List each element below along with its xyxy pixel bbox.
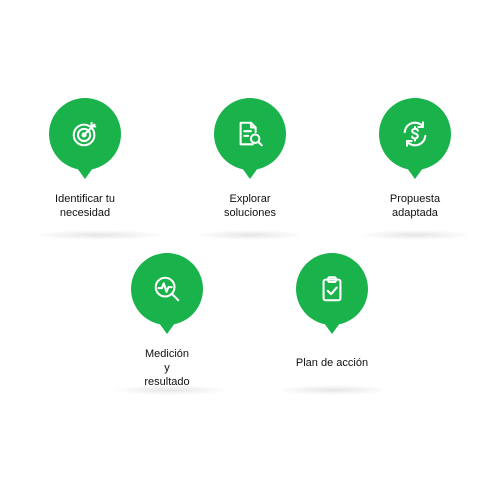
step-card-plan: Plan de acción	[262, 253, 402, 370]
document-search-icon	[239, 121, 263, 147]
step-badge	[379, 98, 451, 179]
step-badge	[49, 98, 121, 179]
clipboard-check-icon	[322, 276, 342, 302]
chart-magnifier-icon	[154, 276, 180, 302]
step-card-medicion: Medición y resultado	[97, 253, 237, 389]
dollar-exchange-icon	[403, 121, 427, 147]
step-card-propuesta: Propuesta adaptada	[345, 98, 485, 220]
step-label: Medición y resultado	[144, 348, 190, 388]
card-shadow	[358, 230, 473, 240]
step-badge	[214, 98, 286, 179]
target-icon	[72, 121, 97, 147]
card-shadow	[195, 230, 305, 240]
step-card-identificar: Identificar tu necesidad	[15, 98, 155, 220]
card-shadow	[275, 385, 390, 395]
step-label: Plan de acción	[295, 357, 369, 369]
step-label: Explorar soluciones	[224, 193, 276, 219]
step-badge	[296, 253, 368, 334]
card-shadow	[32, 230, 167, 240]
step-badge	[131, 253, 203, 334]
step-label: Identificar tu necesidad	[55, 193, 115, 219]
step-label: Propuesta adaptada	[389, 193, 441, 219]
card-shadow	[110, 385, 230, 395]
step-card-explorar: Explorar soluciones	[180, 98, 320, 220]
